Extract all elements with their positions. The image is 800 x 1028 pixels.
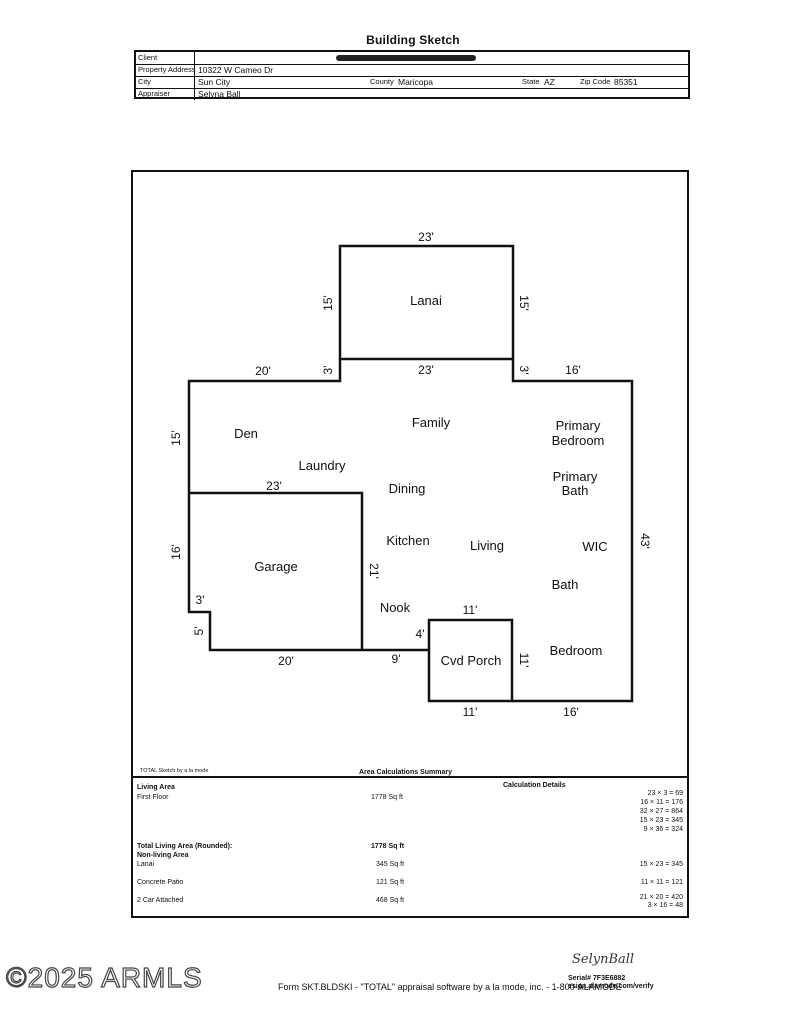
dim-porch-bottom: 11'	[463, 705, 478, 719]
page-title: Building Sketch	[366, 33, 460, 47]
patio-value: 121 Sq ft	[376, 879, 405, 886]
city-row: City Sun City County Maricopa State AZ Z…	[136, 76, 688, 89]
appraiser-row: Appraiser Selyna Ball	[136, 88, 688, 100]
calc-row-4: 15 × 23 = 345	[639, 817, 683, 824]
lanai-value: 345 Sq ft	[376, 861, 405, 868]
room-primary-bath-1: Primary	[553, 469, 598, 484]
zip-label: Zip Code	[580, 77, 611, 86]
room-bath: Bath	[552, 577, 579, 592]
dim-lanai-right: 15'	[517, 295, 531, 311]
lanai-label: Lanai	[137, 861, 155, 868]
address-label: Property Address	[138, 65, 196, 74]
zip-value: 85351	[614, 77, 638, 87]
dim-lanai-top: 23'	[418, 230, 434, 244]
house-outline-right	[511, 359, 634, 703]
dim-step-left: 3'	[321, 366, 335, 375]
room-kitchen: Kitchen	[386, 533, 429, 548]
verify-url: esign.alamode.com/verify	[568, 983, 654, 990]
room-nook: Nook	[380, 600, 411, 615]
garage-calc-1: 21 × 20 = 420	[639, 894, 683, 901]
appraiser-signature: SelynBall	[572, 952, 635, 967]
room-primary-bedroom-2: Bedroom	[552, 433, 605, 448]
dim-garage-notch-side: 5'	[192, 627, 206, 636]
dim-step-right: 3'	[517, 366, 531, 375]
appraiser-label: Appraiser	[138, 89, 171, 98]
dim-bottom-mid: 9'	[392, 652, 401, 666]
room-lanai: Lanai	[410, 293, 442, 308]
address-value: 10322 W Cameo Dr	[198, 65, 274, 75]
room-primary-bedroom-1: Primary	[556, 418, 601, 433]
dim-den-side: 15'	[169, 430, 183, 446]
room-garage: Garage	[254, 559, 297, 574]
esign-serial: Serial# 7F3E6882 esign.alamode.com/verif…	[568, 975, 654, 991]
room-laundry: Laundry	[299, 458, 346, 473]
calc-row-3: 32 × 27 = 864	[639, 808, 683, 815]
total-living-value: 1778 Sq ft	[371, 843, 405, 850]
garage-value: 468 Sq ft	[376, 897, 405, 904]
dim-garage-bottom: 20'	[278, 654, 294, 668]
armls-watermark: ©2025 ARMLS	[5, 961, 203, 993]
calc-row-5: 9 × 36 = 324	[643, 826, 683, 833]
summary-title: Area Calculations Summary	[359, 769, 452, 776]
calc-row-2: 16 × 11 = 176	[640, 799, 683, 806]
dim-top-right: 16'	[565, 363, 581, 377]
lanai-calc: 15 × 23 = 345	[639, 861, 683, 868]
area-calculations: Living Area Calculation Details First Fl…	[131, 778, 689, 918]
dim-porch-step: 4'	[416, 627, 425, 641]
dim-lanai-bottom: 23'	[418, 363, 434, 377]
city-value: Sun City	[198, 77, 231, 87]
dim-lanai-left: 15'	[321, 295, 335, 311]
serial-number: Serial# 7F3E6882	[568, 975, 626, 982]
dim-top-left: 20'	[255, 364, 271, 378]
room-family: Family	[412, 415, 451, 430]
state-label: State	[522, 77, 540, 86]
patio-label: Concrete Patio	[137, 879, 184, 886]
dim-porch-right: 11'	[517, 653, 531, 668]
lanai-outline	[338, 244, 515, 361]
living-area-label: Living Area	[137, 784, 175, 791]
garage-calc-2: 3 × 16 = 48	[647, 902, 683, 909]
dim-porch-top: 11'	[463, 603, 478, 617]
calc-row-1: 23 × 3 = 69	[647, 790, 683, 797]
client-label: Client	[138, 53, 158, 62]
total-living-label: Total Living Area (Rounded):	[137, 843, 233, 850]
patio-calc: 11 × 11 = 121	[640, 879, 683, 886]
dim-right-side: 43'	[638, 533, 652, 549]
county-value: Maricopa	[398, 77, 433, 87]
porch-outline	[427, 618, 514, 703]
sketch-credit: TOTAL Sketch by a la mode	[140, 768, 209, 774]
non-living-label: Non-living Area	[137, 852, 189, 859]
form-footer: Form SKT.BLDSKI - "TOTAL" appraisal soft…	[278, 982, 622, 992]
room-living: Living	[470, 538, 504, 553]
house-outline-left	[187, 359, 429, 652]
county-label: County	[370, 77, 394, 86]
room-den: Den	[234, 426, 258, 441]
details-title: Calculation Details	[503, 782, 566, 789]
city-label: City	[138, 77, 151, 86]
dim-garage-right: 21'	[367, 563, 381, 579]
room-bedroom: Bedroom	[550, 643, 603, 658]
client-redaction	[336, 55, 476, 61]
property-header-table: Client Property Address 10322 W Cameo Dr…	[134, 50, 690, 100]
state-value: AZ	[544, 77, 555, 87]
dim-bottom-right: 16'	[563, 705, 579, 719]
room-dining: Dining	[389, 481, 426, 496]
room-wic: WIC	[582, 539, 607, 554]
dim-garage-top: 23'	[266, 479, 282, 493]
client-row: Client	[136, 52, 688, 65]
dim-garage-notch: 3'	[196, 593, 205, 607]
room-cvd-porch: Cvd Porch	[441, 653, 502, 668]
address-row: Property Address 10322 W Cameo Dr	[136, 64, 688, 77]
appraiser-value: Selyna Ball	[198, 89, 241, 99]
room-primary-bath-2: Bath	[562, 483, 589, 498]
first-floor-value: 1778 Sq ft	[371, 794, 403, 801]
garage-outline	[189, 491, 364, 650]
sketch-frame	[131, 170, 689, 918]
dim-garage-side: 16'	[169, 544, 183, 560]
first-floor-label: First Floor	[137, 794, 169, 801]
garage-label: 2 Car Attached	[137, 897, 184, 904]
